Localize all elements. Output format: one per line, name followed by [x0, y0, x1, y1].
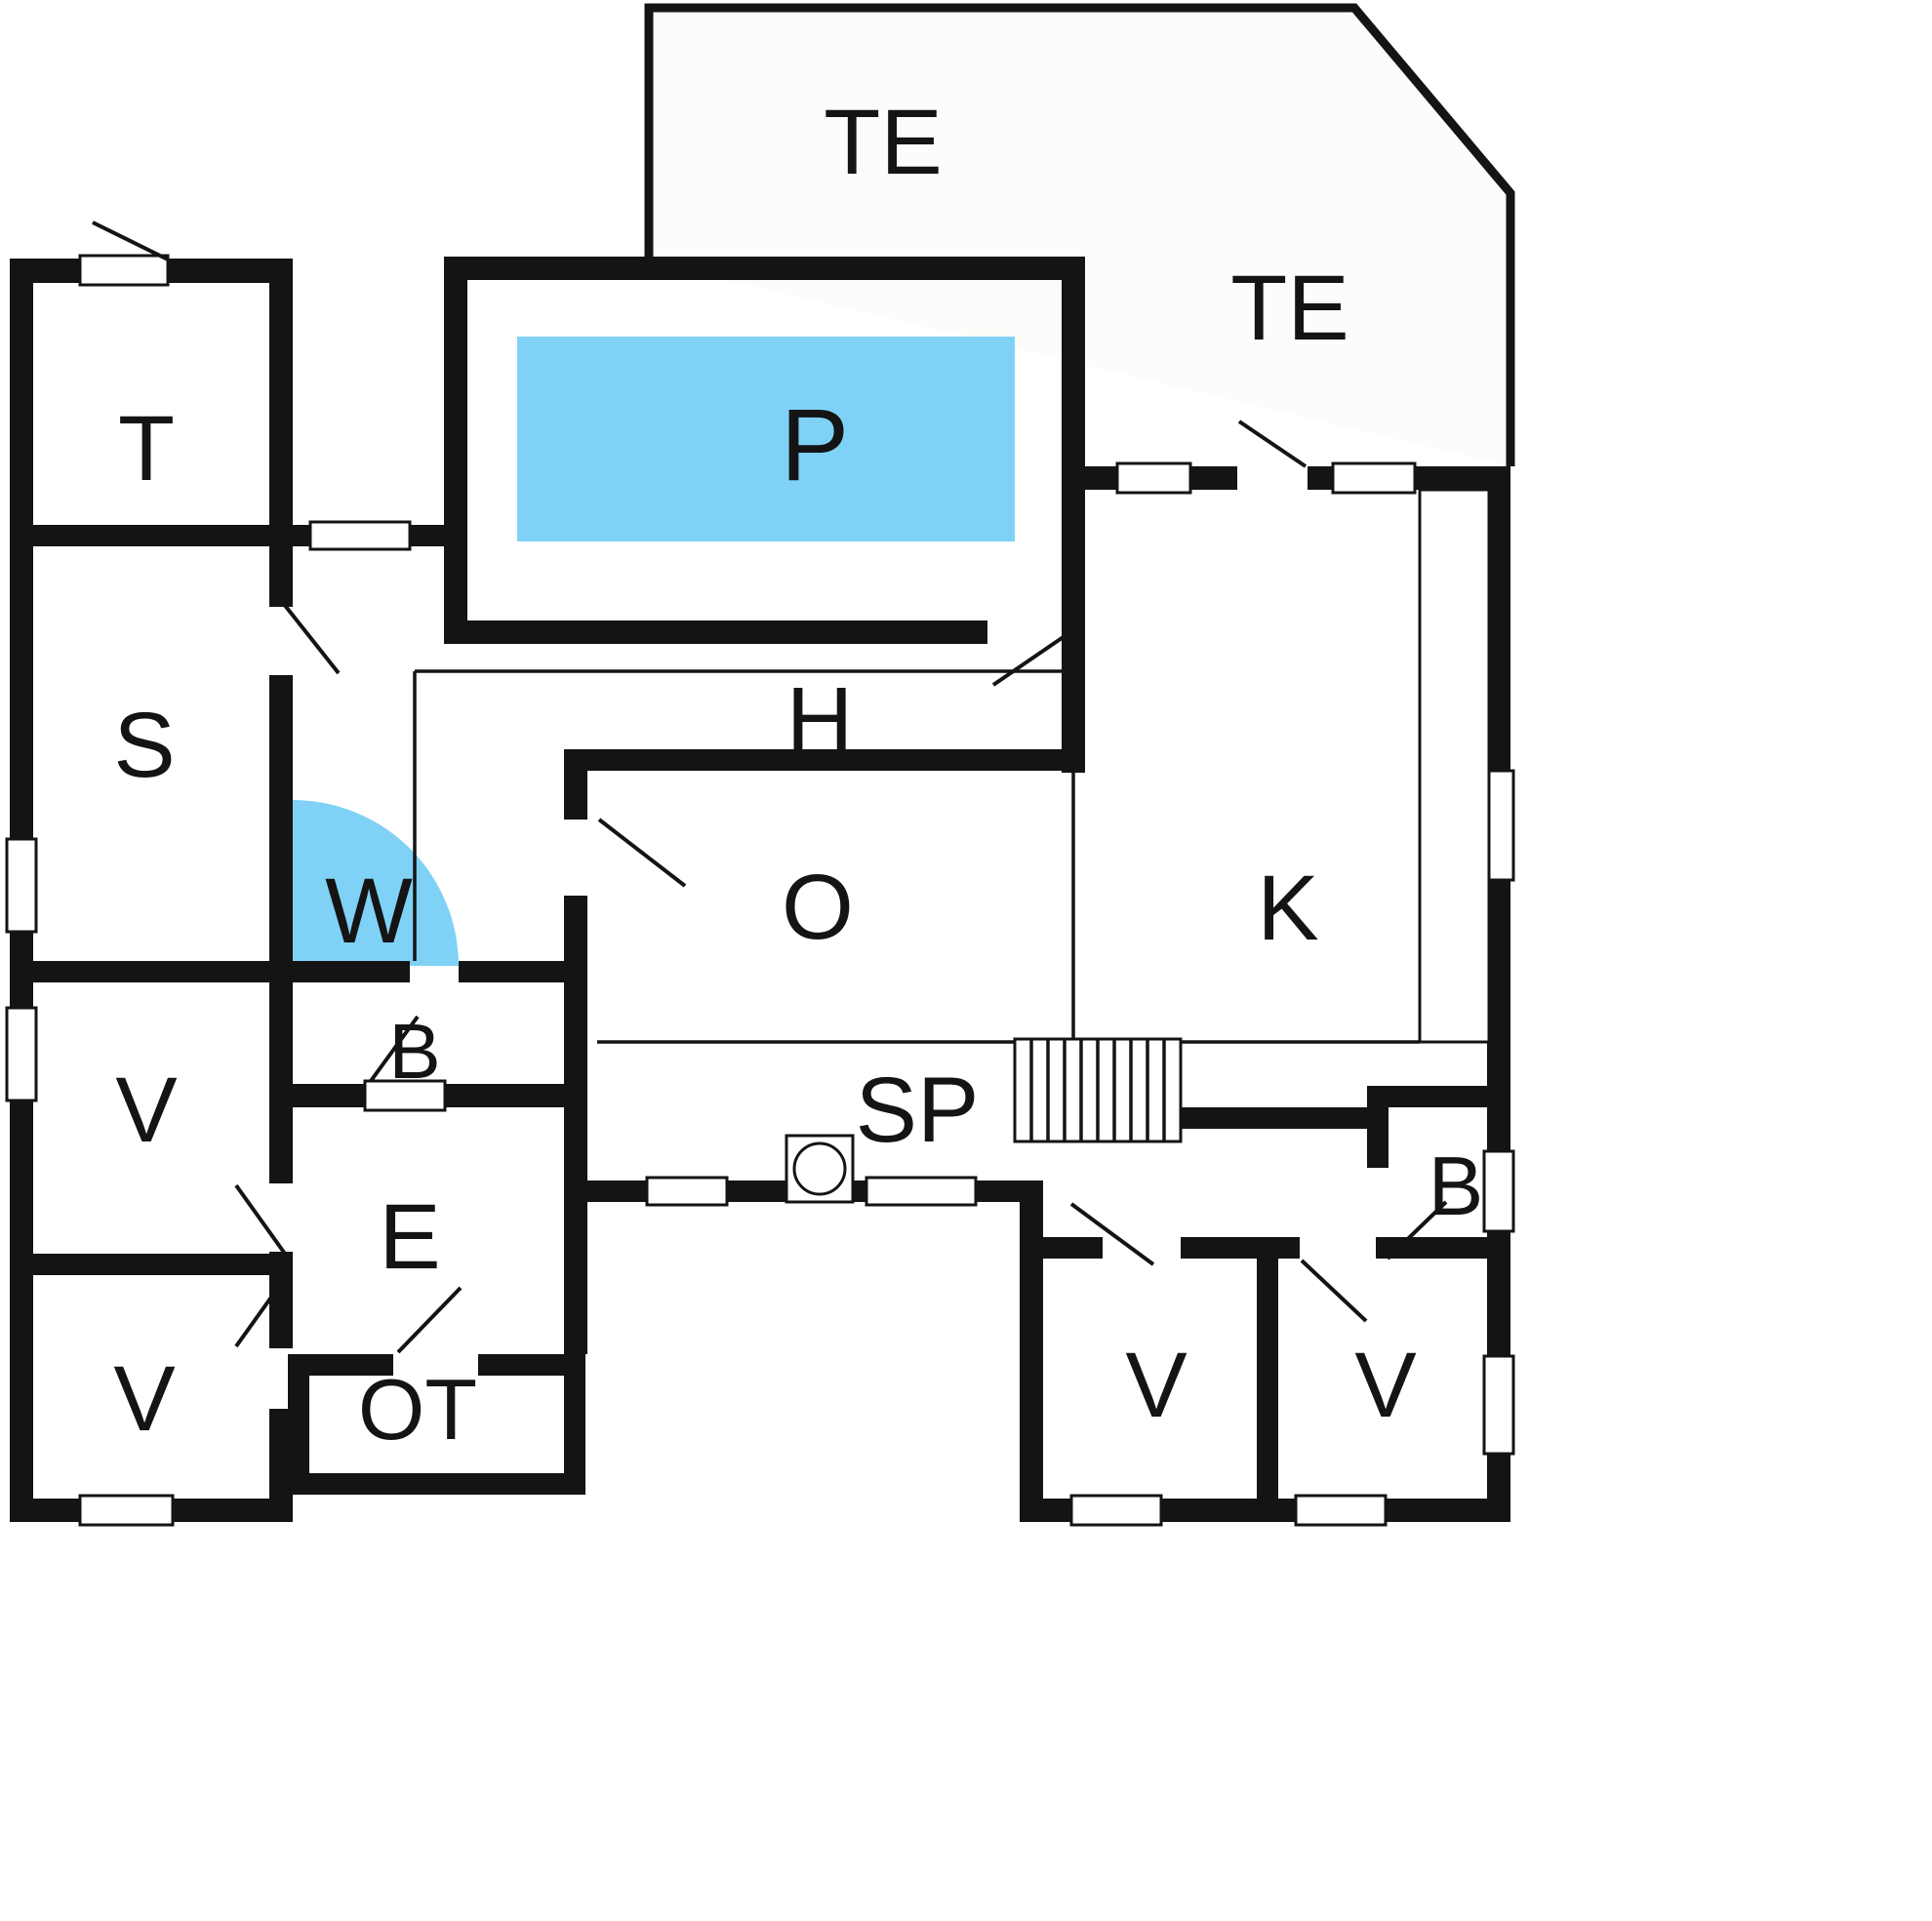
- washing-machine-drum: [792, 1141, 847, 1196]
- wall-segment: [478, 1354, 581, 1376]
- window: [1069, 1494, 1163, 1527]
- room-label-v-left-1: V: [115, 1059, 177, 1162]
- window: [1115, 461, 1192, 495]
- door-swing: [369, 1015, 420, 1083]
- window: [1482, 1354, 1515, 1456]
- wall-segment: [1487, 466, 1510, 1522]
- doors: [92, 220, 1448, 1354]
- wall-segment: [564, 1202, 587, 1354]
- room-label-b-right: B: [1429, 1141, 1484, 1233]
- room-label-k: K: [1257, 857, 1318, 960]
- wall-segment: [269, 546, 293, 607]
- door-swing: [1237, 420, 1308, 468]
- wall-segment: [288, 1473, 585, 1495]
- window: [78, 1494, 175, 1527]
- wall-segment: [1041, 1237, 1103, 1259]
- room-label-t: T: [118, 397, 175, 500]
- window: [5, 837, 38, 934]
- door-swing: [1386, 1200, 1448, 1261]
- door-swing: [234, 1183, 287, 1256]
- room-label-terrace-top: TE: [824, 91, 942, 194]
- window: [1294, 1494, 1388, 1527]
- room-label-v-right-2: V: [1354, 1334, 1416, 1437]
- room-label-b-mid: B: [388, 1008, 440, 1095]
- wall-segment: [288, 1354, 309, 1495]
- wall-segment: [445, 1084, 564, 1107]
- room-label-e: E: [379, 1185, 440, 1289]
- staircase-treads: [1029, 1039, 1166, 1141]
- wall-segment: [1181, 1107, 1389, 1129]
- windows: [5, 254, 1515, 1527]
- wall-segment: [293, 961, 410, 982]
- wall-segment: [10, 1254, 271, 1275]
- door-swing: [396, 1286, 463, 1354]
- closet-quarter-circle: [293, 800, 459, 966]
- window: [5, 1006, 38, 1102]
- window: [308, 520, 412, 551]
- wall-segment: [444, 257, 1085, 280]
- interior-lines: [413, 488, 1491, 1044]
- wall-segment: [444, 257, 467, 644]
- door-swing: [1069, 1202, 1155, 1266]
- wall-segment: [1376, 1237, 1510, 1259]
- door-swing: [234, 1276, 287, 1348]
- washing-machine: [785, 1134, 855, 1204]
- wall-segment: [10, 525, 293, 546]
- wall-segment: [576, 749, 1085, 771]
- room-label-w: W: [325, 860, 413, 963]
- room-label-v-right-1: V: [1125, 1334, 1187, 1437]
- wall-segment: [1367, 1107, 1389, 1168]
- room-label-ot: OT: [358, 1361, 477, 1458]
- door-swing: [92, 220, 169, 261]
- room-labels: TE TE T S P H W O K B V V E OT SP B V V: [113, 91, 1483, 1458]
- wall-segment: [269, 675, 293, 961]
- window: [78, 254, 170, 287]
- room-label-h: H: [786, 668, 854, 772]
- wardrobe-strip: [1418, 488, 1491, 1044]
- wall-segment: [1181, 1237, 1300, 1259]
- wall-segment: [10, 961, 271, 982]
- wall-segment: [1062, 257, 1085, 773]
- window: [645, 1176, 729, 1207]
- room-label-s: S: [113, 694, 175, 797]
- wall-segment: [1257, 1259, 1278, 1522]
- door-swing: [991, 632, 1069, 687]
- pool-water: [517, 337, 1015, 541]
- window: [865, 1176, 978, 1207]
- wall-segment: [269, 961, 293, 1183]
- room-label-sp: SP: [856, 1059, 980, 1162]
- door-swing: [281, 601, 341, 675]
- staircase: [1013, 1037, 1183, 1143]
- wall-segment: [459, 961, 564, 982]
- room-label-terrace-right: TE: [1230, 257, 1348, 360]
- door-swing: [1300, 1259, 1368, 1323]
- wall-segment: [293, 1084, 365, 1107]
- wall-segment: [1367, 1086, 1510, 1107]
- window: [363, 1079, 447, 1112]
- window: [1331, 461, 1417, 495]
- terrace-outline: [644, 3, 1515, 466]
- room-label-v-left-2: V: [113, 1347, 175, 1451]
- wall-segment: [564, 1354, 585, 1495]
- room-label-o: O: [782, 856, 854, 959]
- door-swing: [597, 818, 687, 888]
- wall-segment: [1020, 1181, 1043, 1522]
- wall-segment: [564, 749, 587, 820]
- window: [1482, 1149, 1515, 1233]
- wall-segment: [269, 259, 293, 546]
- wall-segment: [444, 620, 987, 644]
- wall-segment: [564, 896, 587, 1202]
- wall-segment: [269, 1252, 293, 1348]
- room-label-p: P: [781, 388, 849, 502]
- wall-segment: [288, 1354, 393, 1376]
